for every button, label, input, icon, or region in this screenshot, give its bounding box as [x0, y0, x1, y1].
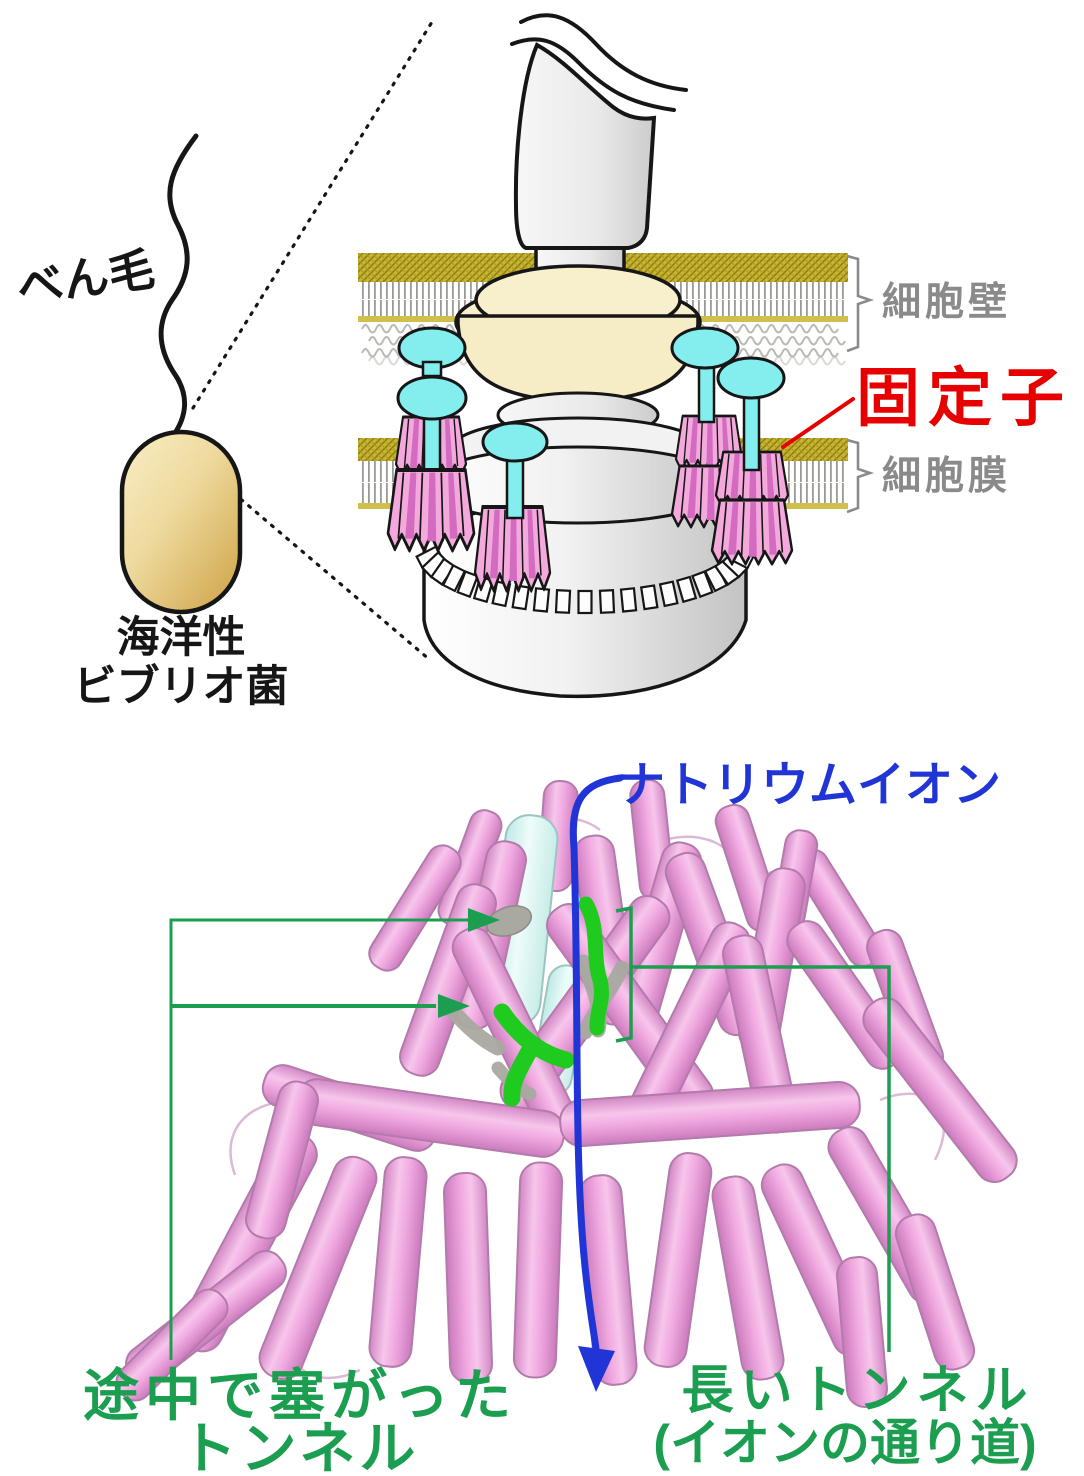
long-tunnel-annotation [615, 905, 891, 1352]
blocked-tunnel-arrow-lower [438, 994, 470, 1018]
stator-unit-center [475, 421, 550, 591]
tunnel-blockage-gray [485, 905, 533, 937]
flagellum [158, 133, 199, 443]
stator-unit-right-back [670, 326, 750, 529]
sodium-ion-arrowhead [578, 1346, 615, 1392]
cell-membrane-brace [846, 438, 875, 514]
tunnel-surface-green [493, 896, 609, 1107]
bacterium-panel: べん毛 海洋性 ビブリオ菌 [14, 20, 434, 711]
cell-wall-brace [846, 254, 875, 353]
organism-label-line1: 海洋性 [117, 614, 246, 662]
rotor [424, 242, 732, 525]
hook [510, 13, 688, 250]
blocked-tunnel-label-line2: トンネル [181, 1417, 420, 1476]
long-tunnel-label-line1: 長いトンネル [682, 1362, 1035, 1420]
sodium-ion-label: ナトリウムイオン [617, 759, 1001, 812]
c-ring-teeth [415, 545, 755, 615]
protein-structure-panel: ナトリウムイオン 途中で塞がった トンネル 長いトンネル (イオンの通り道) [83, 759, 1037, 1476]
sodium-ion-arrow [569, 774, 624, 1353]
alpha-helix-cylinders [115, 779, 1018, 1408]
blocked-tunnel-label-line1: 途中で塞がった [83, 1364, 517, 1427]
stator-unit-left [386, 326, 476, 553]
cell-membrane-label: 細胞膜 [882, 455, 1011, 498]
stator-pointer-line [781, 397, 855, 449]
bacterium-body [119, 429, 243, 615]
blocked-tunnel-arrow-upper [468, 908, 500, 932]
blocked-tunnel-annotation [169, 918, 468, 1360]
organism-label-line2: ビブリオ菌 [74, 662, 289, 711]
stator-label: 固定子 [856, 362, 1072, 434]
flagellum-label: べん毛 [14, 243, 158, 314]
cell-wall-label: 細胞壁 [882, 281, 1011, 324]
stator-unit-right-front [710, 356, 794, 566]
flagellar-motor-panel: 細胞壁 固定子 細胞膜 [358, 13, 1072, 699]
long-tunnel-label-line2: (イオンの通り道) [653, 1415, 1036, 1471]
long-tunnel-bracket [615, 905, 633, 1043]
